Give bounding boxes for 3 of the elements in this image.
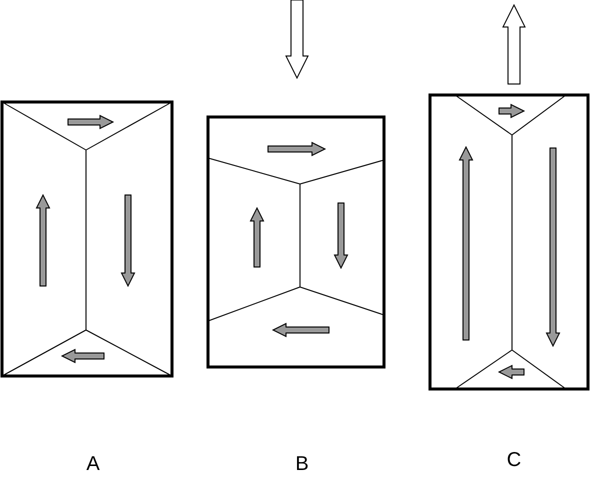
panel-label: C [506,449,522,471]
panel-label: A [86,453,100,475]
panel-label: B [295,453,309,475]
